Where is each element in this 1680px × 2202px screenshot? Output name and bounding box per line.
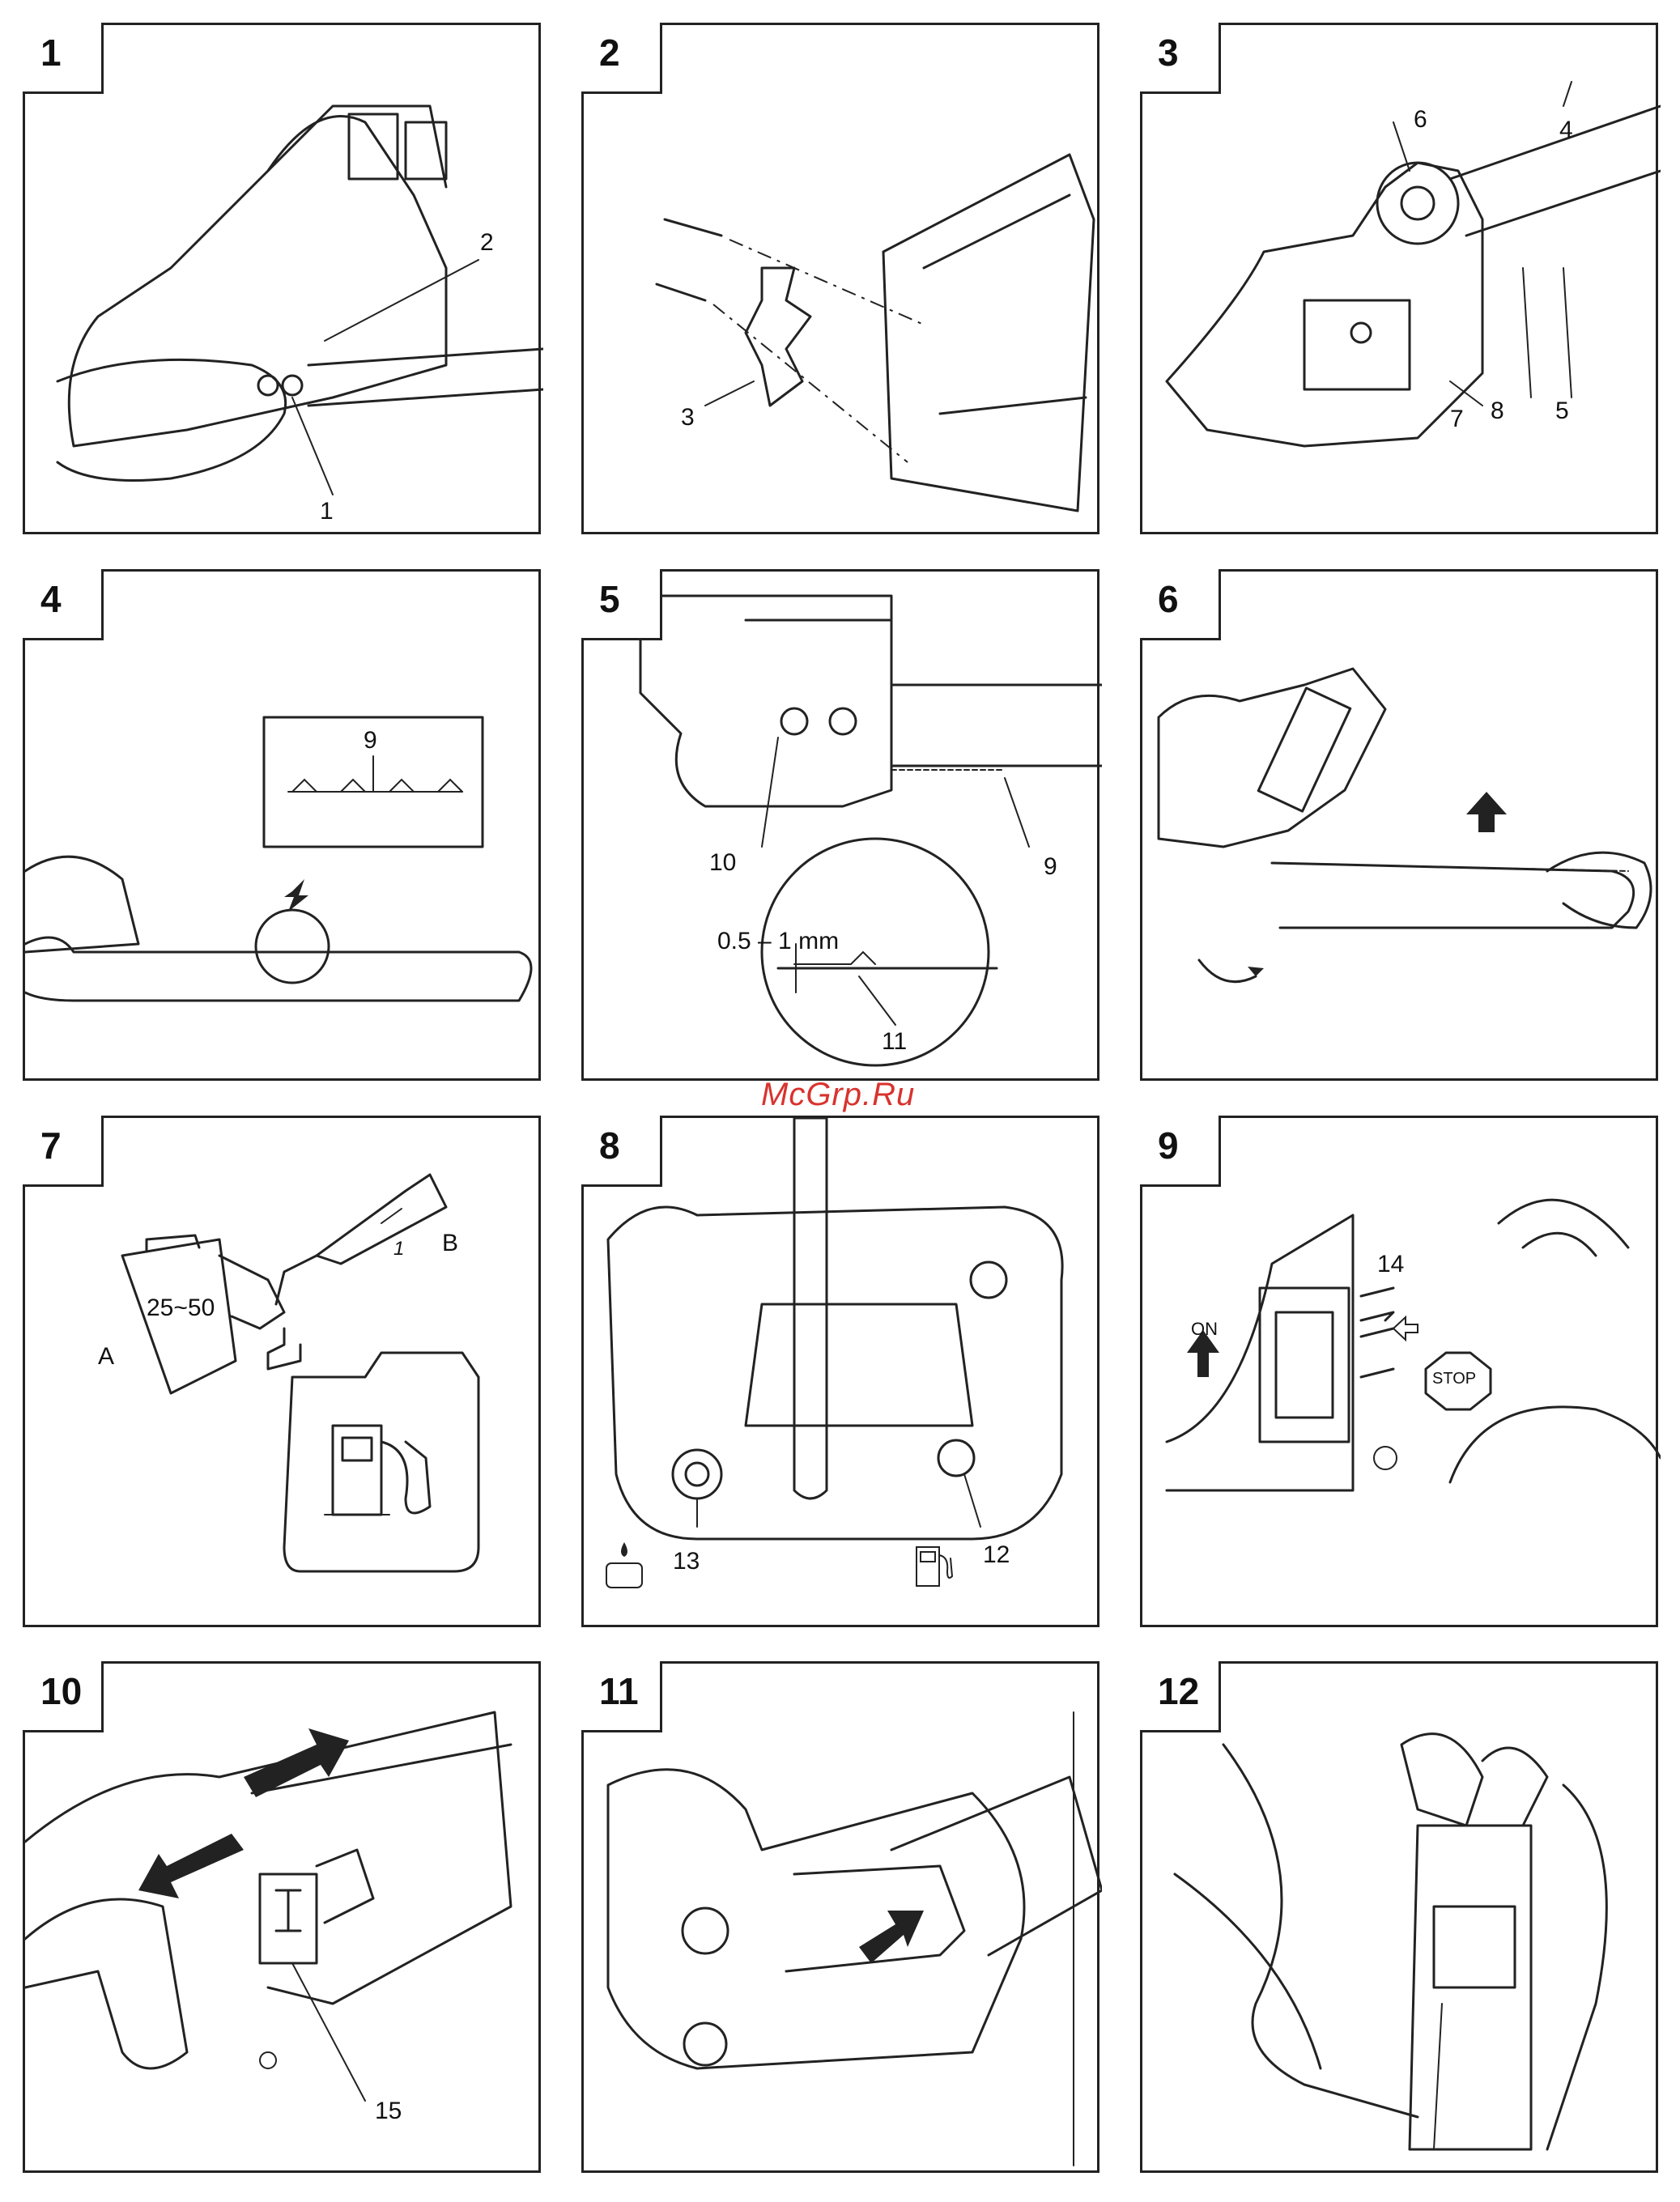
arrow-icon [1466, 792, 1507, 832]
figure-number: 12 [1158, 1673, 1199, 1710]
figure-panel-11: 11 [581, 1661, 1099, 2173]
figure-panel-4: 4 9 [23, 569, 541, 1081]
figure-tab: 12 [1140, 1661, 1221, 1732]
figure-tab: 6 [1140, 569, 1221, 640]
figure-number: 11 [599, 1673, 639, 1710]
chainsaw-drawing [1142, 1118, 1661, 1630]
figure-panel-9: 9 14 ON STOP [1140, 1116, 1658, 1627]
figure-tab: 10 [23, 1661, 104, 1732]
figure-tab: 1 [23, 23, 104, 94]
figure-panel-8: 8 13 12 [581, 1116, 1099, 1627]
chainsaw-drawing [584, 1664, 1102, 2175]
callout-label: B [442, 1231, 458, 1256]
chainsaw-drawing [1142, 1664, 1661, 2175]
figure-number: 8 [599, 1127, 620, 1164]
callout-label: 13 [673, 1549, 700, 1574]
chainsaw-drawing [25, 572, 543, 1083]
arrow-icon [138, 1834, 244, 1898]
callout-label: 14 [1377, 1252, 1404, 1277]
figure-panel-3: 3 6 4 7 8 5 [1140, 23, 1658, 534]
figure-number: 3 [1158, 34, 1179, 71]
figure-tab: 9 [1140, 1116, 1221, 1187]
callout-label: 1 [320, 499, 334, 524]
figure-tab: 8 [581, 1116, 662, 1187]
figure-number: 5 [599, 580, 620, 618]
figure-panel-10: 10 15 [23, 1661, 541, 2173]
callout-label: 8 [1491, 399, 1504, 423]
figure-panel-6: 6 [1140, 569, 1658, 1081]
callout-label: 12 [983, 1543, 1010, 1567]
figure-panel-12: 12 [1140, 1661, 1658, 2173]
figure-number: 4 [40, 580, 62, 618]
chainsaw-drawing [25, 25, 543, 537]
callout-label: 10 [709, 851, 736, 875]
figure-panel-7: 7 B 25~50 A 1 [23, 1116, 541, 1627]
figure-number: 7 [40, 1127, 62, 1164]
chainsaw-drawing [25, 1664, 543, 2175]
chainsaw-drawing [25, 1118, 543, 1630]
callout-label: 25~50 [147, 1296, 215, 1320]
callout-label: 15 [375, 2099, 402, 2123]
figure-number: 10 [40, 1673, 82, 1710]
callout-label: 1 [393, 1239, 404, 1259]
chainsaw-drawing [584, 25, 1102, 537]
callout-label: 11 [882, 1030, 907, 1054]
chainsaw-drawing [584, 1118, 1102, 1630]
callout-label: 9 [364, 729, 377, 753]
chainsaw-drawing [1142, 25, 1661, 537]
callout-label: 9 [1044, 855, 1057, 879]
figure-number: 1 [40, 34, 62, 71]
arrow-icon [859, 1911, 924, 1963]
figure-number: 9 [1158, 1127, 1179, 1164]
callout-label: 7 [1450, 407, 1464, 431]
callout-label: 3 [681, 406, 695, 430]
fuel-pump-icon [912, 1539, 957, 1592]
figure-number: 6 [1158, 580, 1179, 618]
oil-drop-icon [602, 1539, 647, 1592]
figure-panel-2: 2 3 [581, 23, 1099, 534]
callout-label: 5 [1555, 399, 1569, 423]
figure-tab: 7 [23, 1116, 104, 1187]
figure-number: 2 [599, 34, 620, 71]
callout-label: 2 [480, 231, 494, 255]
figure-tab: 11 [581, 1661, 662, 1732]
arrow-icon [244, 1728, 349, 1797]
chainsaw-drawing [584, 572, 1102, 1083]
figure-tab: 4 [23, 569, 104, 640]
figure-panel-1: 1 2 1 [23, 23, 541, 534]
callout-label: STOP [1432, 1371, 1476, 1387]
callout-label: 0.5 – 1 mm [717, 929, 839, 954]
chainsaw-drawing [1142, 572, 1661, 1083]
figure-tab: 2 [581, 23, 662, 94]
figure-tab: 3 [1140, 23, 1221, 94]
callout-label: A [98, 1345, 114, 1369]
callout-label: 4 [1559, 118, 1573, 142]
figure-panel-5: 5 10 9 0.5 – 1 mm 11 [581, 569, 1099, 1081]
callout-label: ON [1191, 1320, 1218, 1338]
callout-label: 6 [1414, 108, 1427, 132]
figure-tab: 5 [581, 569, 662, 640]
